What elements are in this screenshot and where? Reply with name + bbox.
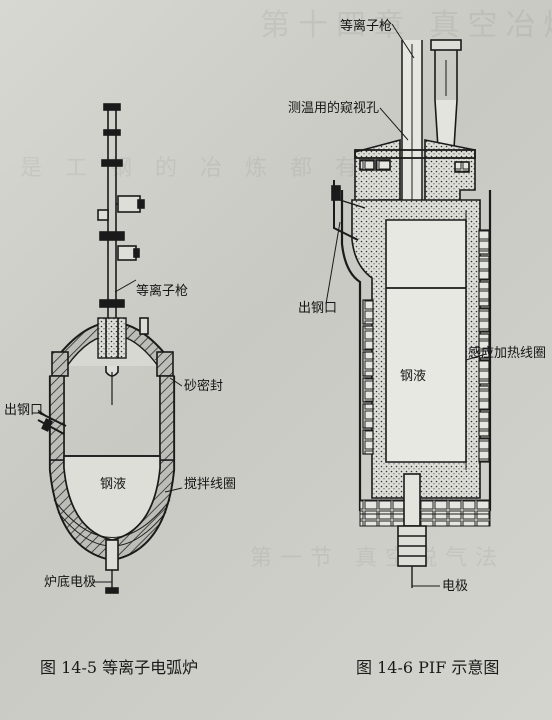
caption-left: 图 14-5 等离子电弧炉 <box>40 658 199 677</box>
label-molten-steel-left: 钢液 <box>100 477 127 492</box>
bleed-through-text: 第一节 真空脱气法 <box>250 546 505 571</box>
label-stirring-coil: 搅拌线圈 <box>184 477 237 492</box>
caption-right: 图 14-6 PIF 示意图 <box>356 658 500 677</box>
label-bottom-electrode: 炉底电极 <box>44 575 97 590</box>
label-molten-steel-right: 钢液 <box>400 369 427 384</box>
label-plasma-gun-left: 等离子枪 <box>136 284 189 299</box>
plasma-induction-furnace <box>325 23 492 588</box>
bleed-through-text: 第十四章 真空冶炼 <box>260 8 552 43</box>
plasma-arc-furnace <box>37 103 183 594</box>
label-temperature-window: 测温用的窥视孔 <box>288 101 380 116</box>
label-tap-hole-right: 出钢口 <box>298 301 338 316</box>
label-tap-hole-left: 出钢口 <box>4 403 44 418</box>
label-sand-seal: 砂密封 <box>184 379 224 394</box>
label-electrode: 电极 <box>442 579 469 594</box>
label-induction-coil: 感应加热线圈 <box>468 346 547 361</box>
plasma-gun-left <box>97 103 145 405</box>
label-plasma-gun-right: 等离子枪 <box>340 19 393 34</box>
